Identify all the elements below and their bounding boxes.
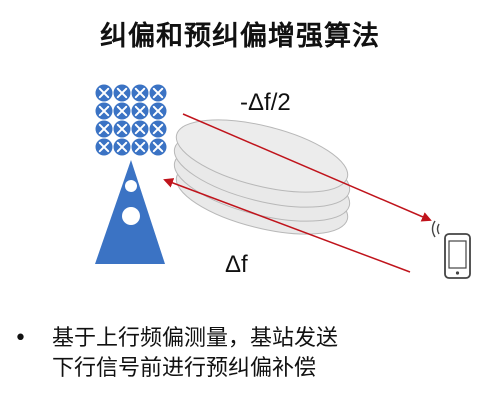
antenna-cross-element-icon (95, 84, 113, 102)
antenna-cross-element-icon (149, 84, 167, 102)
antenna-cross-element-icon (95, 138, 113, 156)
antenna-cross-element-icon (131, 102, 149, 120)
downlink-frequency-offset-label: -Δf/2 (240, 89, 291, 116)
antenna-cross-element-icon (149, 120, 167, 138)
downlink-arrow (182, 113, 432, 222)
mobile-phone-icon (431, 220, 471, 279)
antenna-cross-element-icon (95, 102, 113, 120)
antenna-cross-element-icon (113, 84, 131, 102)
bullet-text-line: 下行信号前进行预纠偏补偿 (52, 356, 317, 381)
diagram-canvas: -Δf/2 Δf (95, 84, 471, 279)
channel-layer (175, 119, 349, 193)
antenna-cross-element-icon (113, 138, 131, 156)
antenna-cross-element-icon (131, 138, 149, 156)
bullet-marker: • (14, 326, 27, 351)
bullet-text-line: 基于上行频偏测量，基站发送 (52, 326, 339, 351)
antenna-array (95, 84, 167, 156)
uplink-frequency-offset-label: Δf (225, 251, 248, 278)
bullet-list: • 基于上行频偏测量，基站发送 下行信号前进行预纠偏补偿 (14, 324, 474, 384)
bullet-item: • 基于上行频偏测量，基站发送 (14, 324, 474, 354)
antenna-cross-element-icon (149, 138, 167, 156)
antenna-cross-element-icon (149, 102, 167, 120)
channel-layers (173, 119, 351, 235)
antenna-cross-element-icon (95, 120, 113, 138)
diagram-title: 纠偏和预纠偏增强算法 (100, 21, 380, 52)
bullet-item: 下行信号前进行预纠偏补偿 (14, 354, 474, 384)
antenna-cross-element-icon (113, 102, 131, 120)
uplink-arrow (163, 178, 411, 273)
antenna-cross-element-icon (131, 120, 149, 138)
antenna-cross-element-icon (113, 120, 131, 138)
antenna-cross-element-icon (131, 84, 149, 102)
base-station-tower-icon (95, 160, 165, 264)
